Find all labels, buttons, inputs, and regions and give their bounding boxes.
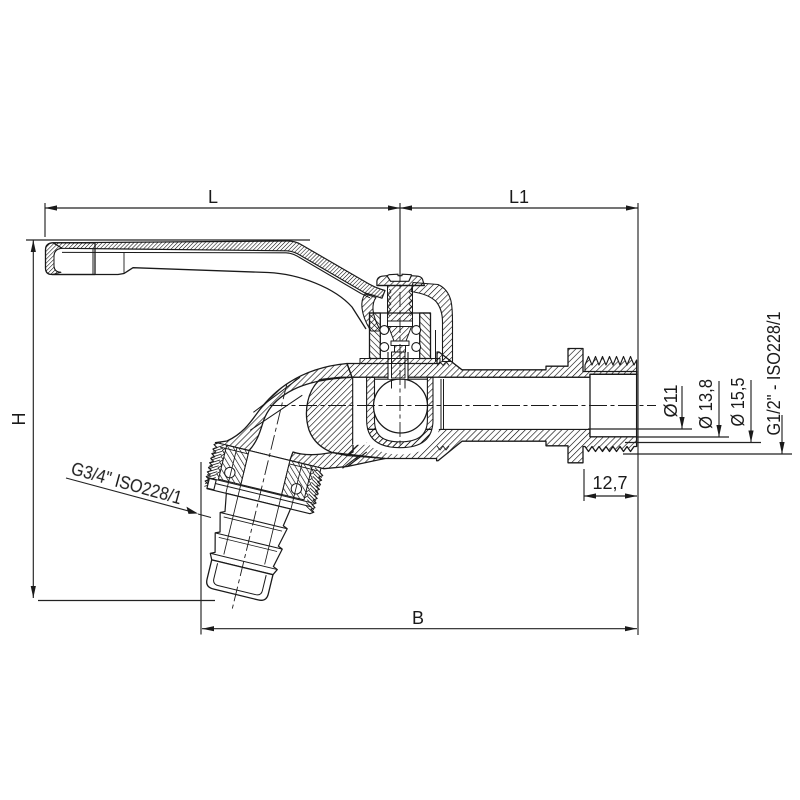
- svg-text:G1/2" - ISO228/1: G1/2" - ISO228/1: [764, 312, 784, 436]
- svg-text:H: H: [9, 413, 29, 426]
- svg-text:Ø11: Ø11: [661, 385, 681, 418]
- svg-text:Ø 15,5: Ø 15,5: [728, 378, 748, 427]
- svg-text:12,7: 12,7: [592, 473, 627, 493]
- svg-text:B: B: [412, 608, 424, 628]
- svg-text:Ø 13,8: Ø 13,8: [696, 379, 716, 429]
- svg-text:L1: L1: [509, 187, 529, 207]
- svg-text:L: L: [208, 187, 218, 207]
